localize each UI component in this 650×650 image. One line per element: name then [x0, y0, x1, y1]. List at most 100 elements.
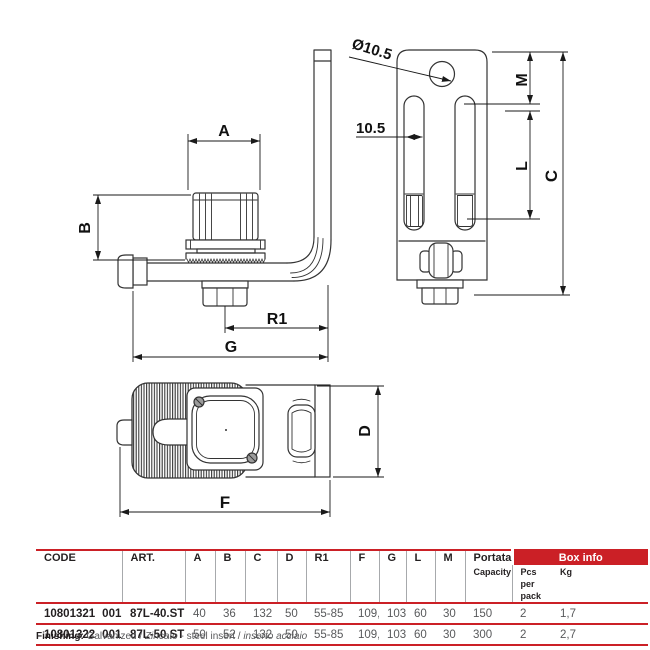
col-header-art: ART. — [121, 550, 185, 603]
cell-art: 87L-50.ST — [130, 628, 185, 641]
cell-d: 65 — [277, 645, 306, 650]
top-view-labels: D F — [220, 425, 374, 512]
pin-channel — [152, 418, 191, 446]
hole-diameter-label: Ø10.5 — [350, 36, 394, 64]
col-header-code: CODE — [44, 552, 76, 564]
finishing-note: Finishing: Galvanized / Zincato - steel … — [36, 631, 308, 642]
slot-width-label: 10.5 — [356, 120, 385, 137]
cell-pcs: 2 — [512, 645, 552, 650]
cell-b: 64 — [215, 645, 245, 650]
cell-d: 50 — [285, 628, 298, 641]
col-header-m: M — [434, 550, 465, 603]
cell-l: 60 — [414, 628, 427, 641]
serrated-washer — [185, 252, 266, 260]
col-header-c: C — [244, 550, 277, 603]
col-header-capacity: Capacity — [464, 565, 512, 603]
col-header-f: F — [349, 550, 379, 603]
nut-top-tabs — [292, 398, 311, 464]
cell-f: 109,3 — [358, 628, 379, 641]
table-row: 10801323001 87L-65.ST 65 64 150 65 68-10… — [36, 645, 648, 650]
cell-code: 10801323001 — [36, 645, 122, 650]
cell-b: 52 — [223, 628, 236, 641]
cell-r1: 55-85 — [314, 607, 344, 620]
screw-bottom-right-slot — [248, 454, 256, 462]
front-view-dimensions — [348, 51, 570, 296]
col-header-portata: Portata — [464, 550, 512, 565]
cell-a: 50 — [193, 628, 206, 641]
top-hole — [428, 60, 456, 88]
col-header-b: B — [214, 550, 245, 603]
technical-drawing: A B R1 G Ø10.5 10.5 M L — [77, 36, 570, 517]
cell-b: 36 — [223, 607, 236, 620]
dim-label-r1: R1 — [267, 311, 288, 328]
dim-label-b: B — [77, 222, 94, 234]
center-mark — [225, 429, 227, 431]
spec-table: CODE ART. A B C D R1 F G L M Portata Box… — [36, 549, 648, 650]
nut-on-arm-inner — [291, 409, 312, 453]
cell-c: 150 — [245, 645, 277, 650]
bracket-inner-bend — [286, 236, 315, 264]
top-view-dimensions — [119, 385, 384, 517]
end-cap — [314, 384, 331, 478]
cell-r1: 68-100 — [306, 645, 350, 650]
hole-leader-line — [348, 56, 452, 82]
box-info-band: Box info — [510, 550, 648, 565]
screw-top-left-slot — [195, 398, 203, 406]
col-header-pcs-per-pack: Pcs per pack — [511, 565, 552, 603]
cell-f: 134,5 — [350, 645, 379, 650]
bracket-vertical-arm — [313, 49, 332, 241]
col-header-kg: Kg — [560, 567, 572, 577]
dim-label-f: F — [220, 493, 230, 512]
side-view-drawing — [117, 49, 332, 307]
slot-right-insert — [455, 193, 475, 227]
cell-art: 87L-65.ST — [122, 645, 185, 650]
barrel-nut-front — [428, 242, 454, 279]
cell-pcs: 2 — [520, 628, 527, 641]
dim-l-extensions — [467, 110, 540, 220]
slot-left-insert — [404, 193, 424, 227]
washer-below-plate — [416, 279, 464, 289]
dim-f-extensions — [119, 447, 331, 517]
cell-g: 103 — [387, 607, 406, 620]
dim-a-extensions — [187, 134, 261, 190]
col-header-l: L — [405, 550, 435, 603]
cell-l: 70 — [406, 645, 435, 650]
dim-label-d: D — [357, 425, 374, 437]
top-view-drawing — [116, 382, 331, 479]
dim-label-l: L — [514, 161, 531, 171]
hex-nut-side — [202, 287, 248, 307]
slot-right — [454, 95, 476, 231]
table-header: CODE ART. A B C D R1 F G L M Portata Box… — [36, 550, 648, 603]
cell-pcs: 2 — [520, 607, 527, 620]
bend-fold-line — [290, 237, 319, 274]
nut-on-arm — [287, 404, 316, 458]
cell-d: 50 — [285, 607, 298, 620]
serration-teeth — [186, 257, 266, 264]
col-header-g: G — [378, 550, 406, 603]
hex-nut-front — [421, 287, 459, 305]
cell-a: 40 — [193, 607, 206, 620]
slot-left — [403, 95, 425, 231]
cell-r1: 55-85 — [314, 628, 344, 641]
cell-g: 125 — [379, 645, 406, 650]
col-header-a: A — [184, 550, 215, 603]
dim-label-g: G — [225, 339, 237, 356]
cell-m: 30 — [443, 628, 456, 641]
cell-a: 65 — [185, 645, 215, 650]
knob-flange-tabs — [190, 239, 261, 250]
cell-m: 28 — [435, 645, 465, 650]
bracket-horizontal-arm — [146, 262, 295, 282]
dim-label-m: M — [514, 73, 531, 86]
cell-art: 87L-40.ST — [130, 607, 185, 620]
finishing-label: Finishing: — [36, 631, 84, 642]
cell-c: 132 — [253, 628, 273, 641]
barrel-nut-lines — [433, 244, 449, 277]
cell-l: 60 — [414, 607, 427, 620]
pin-head-top — [116, 419, 133, 446]
dim-label-c: C — [542, 170, 561, 182]
bracket-outer-bend — [293, 239, 332, 282]
